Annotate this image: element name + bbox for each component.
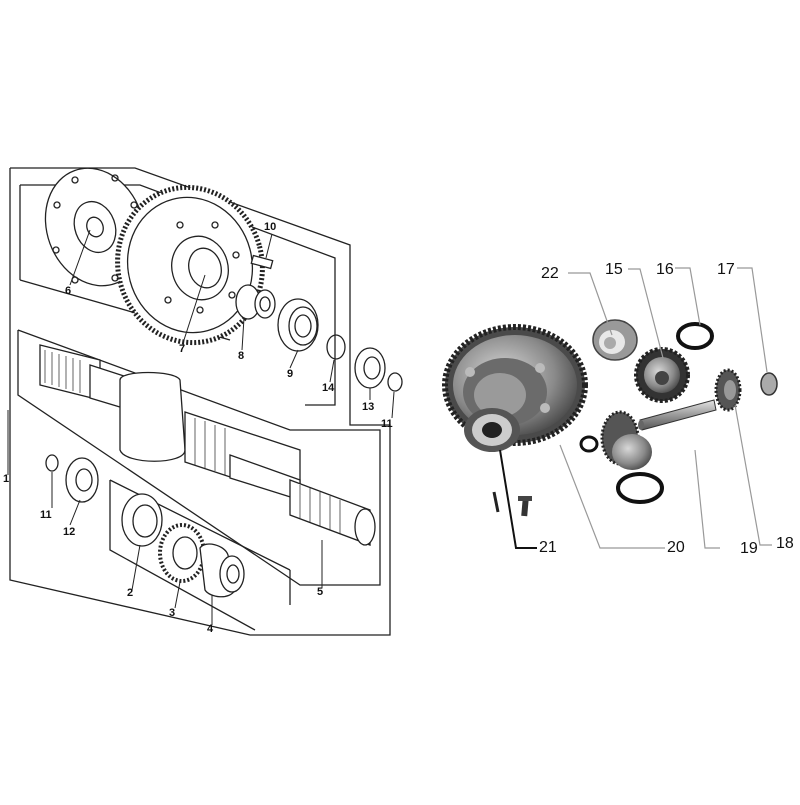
callout-3: 3 <box>169 607 176 619</box>
callout-16: 16 <box>656 261 674 278</box>
callout-6: 6 <box>65 285 72 297</box>
part-11-washer-left <box>45 454 59 472</box>
part-10-pin <box>250 254 274 270</box>
callout-15: 15 <box>605 261 623 278</box>
callout-17: 17 <box>717 261 735 278</box>
part-9-bearing <box>277 298 319 352</box>
callout-7: 7 <box>179 343 186 355</box>
part-16-oring <box>676 322 714 350</box>
callout-4: 4 <box>207 623 214 635</box>
part-19-cross-pin <box>638 399 717 431</box>
part-18-pinion-gear <box>714 368 742 412</box>
part-15-bevel-gear <box>634 347 690 403</box>
callout-8: 8 <box>238 350 245 362</box>
callout-14: 14 <box>322 382 335 394</box>
callout-22: 22 <box>541 265 559 282</box>
callout-18: 18 <box>776 535 794 552</box>
part-4-collar <box>199 543 245 598</box>
part-bevel-gear-lower <box>579 410 652 470</box>
callout-12: 12 <box>63 526 76 538</box>
leader-lines-right <box>559 267 772 549</box>
callout-11-right: 11 <box>381 418 393 430</box>
callout-20: 20 <box>667 539 685 556</box>
callout-21: 21 <box>539 539 557 556</box>
leader-lines-left <box>7 229 395 625</box>
part-5-shaft <box>39 344 376 546</box>
part-7-ring-gear <box>115 184 265 346</box>
part-8-sleeve <box>235 284 276 320</box>
part-11-washer-right <box>387 372 403 392</box>
callout-2: 2 <box>127 587 134 599</box>
frame-lower-group <box>109 480 256 631</box>
callout-13: 13 <box>362 401 375 413</box>
part-12-seal <box>65 457 99 503</box>
part-21-hub <box>464 408 532 517</box>
leader-line-21 <box>499 449 537 549</box>
left-assembly <box>7 167 403 636</box>
part-13-seal <box>354 347 386 389</box>
part-17-washer <box>760 372 778 396</box>
right-assembly <box>442 267 778 549</box>
frame-shaft-group <box>17 329 381 586</box>
callout-19: 19 <box>740 540 758 557</box>
callout-9: 9 <box>287 368 294 380</box>
callout-11-left: 11 <box>40 509 52 521</box>
part-3-sprocket <box>158 523 206 583</box>
part-oring-lower <box>616 472 664 504</box>
part-22-bearing <box>592 319 638 361</box>
part-2-bearing <box>121 493 163 547</box>
callout-1: 1 <box>3 473 10 485</box>
callout-5: 5 <box>317 586 324 598</box>
callout-10: 10 <box>264 221 277 233</box>
part-14-ring <box>326 334 346 360</box>
